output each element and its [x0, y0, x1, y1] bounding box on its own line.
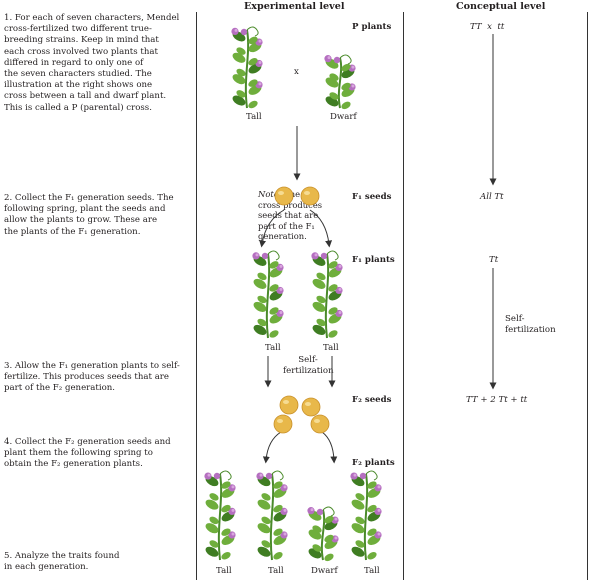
- arrow-seed-to-right-plant: [309, 209, 333, 248]
- f2-plant-tall-2: [256, 470, 288, 561]
- f1-plant-left: [252, 250, 284, 339]
- step-2-text: 2. Collect the F₁ generation seeds. The …: [4, 193, 174, 237]
- cross-symbol: x: [294, 67, 299, 77]
- f2-plant-tall-3: [350, 470, 382, 561]
- concept-self-fertilization: Self- fertilization: [505, 314, 556, 336]
- step-3-text: 3. Allow the F₁ generation plants to sel…: [4, 361, 180, 394]
- f2-plant-dwarf: [307, 506, 339, 562]
- concept-f2-ratio: TT + 2 Tt + tt: [466, 395, 528, 405]
- f1-plants-label: F₁ plants: [352, 255, 395, 265]
- f2-seed-3: [273, 414, 293, 434]
- note-label: Note:: [258, 189, 282, 199]
- f2-tall-2-label: Tall: [268, 566, 284, 576]
- p-dwarf-plant: [324, 54, 356, 110]
- f2-seed-1: [279, 395, 299, 415]
- f1-tall-left-label: Tall: [265, 343, 281, 353]
- step-5-text: 5. Analyze the traits found in each gene…: [4, 551, 120, 573]
- conceptual-level-header: Conceptual level: [456, 1, 546, 12]
- f2-dwarf-label: Dwarf: [311, 566, 338, 576]
- step-4-text: 4. Collect the F₂ generation seeds and p…: [4, 437, 171, 470]
- concept-p-cross: TT x tt: [470, 22, 505, 32]
- f1-seeds-label: F₁ seeds: [352, 192, 392, 202]
- right-divider: [403, 12, 404, 580]
- concept-f1-seeds: All Tt: [480, 192, 504, 202]
- self-fertilization-label: Self- fertilization: [283, 355, 334, 377]
- p-tall-plant: [231, 26, 263, 109]
- f2-tall-1-label: Tall: [216, 566, 232, 576]
- f2-tall-3-label: Tall: [364, 566, 380, 576]
- p-plants-label: P plants: [352, 22, 392, 32]
- f2-plants-label: F₂ plants: [352, 458, 395, 468]
- f2-seeds-label: F₂ seeds: [352, 395, 392, 405]
- p-dwarf-label: Dwarf: [330, 112, 357, 122]
- right-border: [587, 12, 588, 580]
- f1-seed-1: [274, 186, 294, 206]
- p-tall-label: Tall: [246, 112, 262, 122]
- arrow-f2seed-to-right: [321, 431, 338, 464]
- f1-tall-right-label: Tall: [323, 343, 339, 353]
- f1-seed-2: [300, 186, 320, 206]
- f2-plant-tall-1: [204, 470, 236, 561]
- concept-f1-plants: Tt: [489, 255, 499, 265]
- f2-seed-2: [301, 397, 321, 417]
- f2-seed-4: [310, 414, 330, 434]
- arrow-f2seed-to-left: [262, 431, 282, 464]
- f1-plant-right: [311, 250, 343, 339]
- experimental-level-header: Experimental level: [244, 1, 345, 12]
- arrow-seed-to-left-plant: [259, 209, 285, 248]
- step-1-text: 1. For each of seven characters, Mendel …: [4, 13, 180, 113]
- left-divider: [196, 12, 197, 580]
